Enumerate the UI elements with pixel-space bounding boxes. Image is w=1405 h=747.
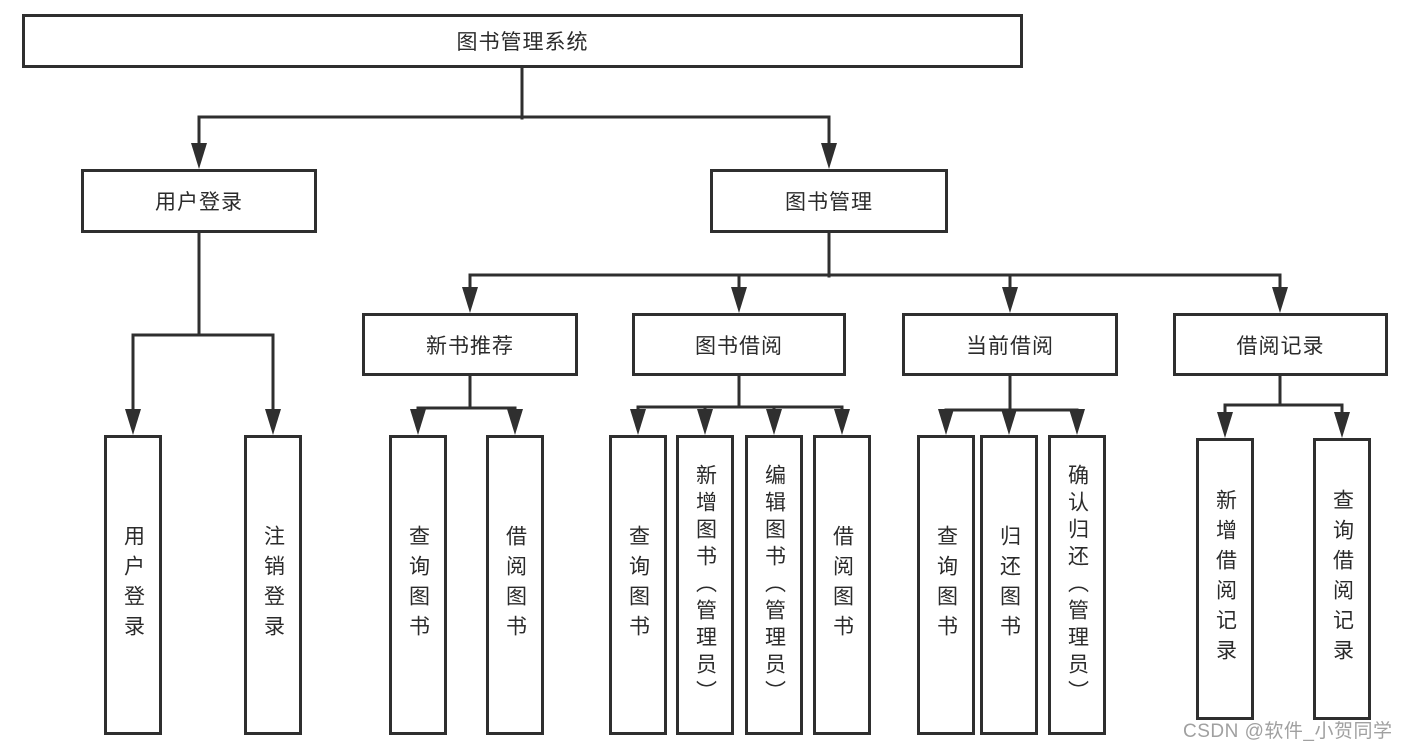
leaf-return-books: 归还图书 (980, 435, 1038, 735)
node-root: 图书管理系统 (22, 14, 1023, 68)
node-book-borrow: 图书借阅 (632, 313, 846, 376)
node-new-book-recommend: 新书推荐 (362, 313, 578, 376)
leaf-user-login: 用户登录 (104, 435, 162, 735)
leaf-label: 注销登录 (261, 525, 285, 645)
leaf-add-books-admin: 新增图书（管理员） (676, 435, 734, 735)
leaf-label: 归还图书 (997, 525, 1021, 645)
leaf-label: 查询图书 (406, 525, 430, 645)
leaf-label: 新增借阅记录 (1213, 489, 1237, 669)
leaf-label: 查询图书 (934, 525, 958, 645)
csdn-watermark: CSDN @软件_小贺同学 (1183, 721, 1393, 742)
leaf-query-borrow-record: 查询借阅记录 (1313, 438, 1371, 720)
leaf-query-books-2: 查询图书 (609, 435, 667, 735)
leaf-label: 新增图书（管理员） (693, 463, 717, 707)
leaf-borrow-books-2: 借阅图书 (813, 435, 871, 735)
leaf-label: 借阅图书 (503, 525, 527, 645)
leaf-confirm-return-admin: 确认归还（管理员） (1048, 435, 1106, 735)
leaf-query-books-3: 查询图书 (917, 435, 975, 735)
node-user-login: 用户登录 (81, 169, 317, 233)
leaf-label: 用户登录 (121, 525, 145, 645)
leaf-label: 借阅图书 (830, 525, 854, 645)
arrowheads (125, 143, 1350, 438)
leaf-query-books-1: 查询图书 (389, 435, 447, 735)
tree-edges (131, 66, 1344, 422)
leaf-label: 编辑图书（管理员） (762, 463, 786, 707)
leaf-edit-books-admin: 编辑图书（管理员） (745, 435, 803, 735)
leaf-label: 查询图书 (626, 525, 650, 645)
node-borrow-records: 借阅记录 (1173, 313, 1388, 376)
node-book-management: 图书管理 (710, 169, 948, 233)
node-current-borrow: 当前借阅 (902, 313, 1118, 376)
leaf-borrow-books-1: 借阅图书 (486, 435, 544, 735)
leaf-logout: 注销登录 (244, 435, 302, 735)
leaf-add-borrow-record: 新增借阅记录 (1196, 438, 1254, 720)
leaf-label: 查询借阅记录 (1330, 489, 1354, 669)
leaf-label: 确认归还（管理员） (1065, 463, 1089, 707)
